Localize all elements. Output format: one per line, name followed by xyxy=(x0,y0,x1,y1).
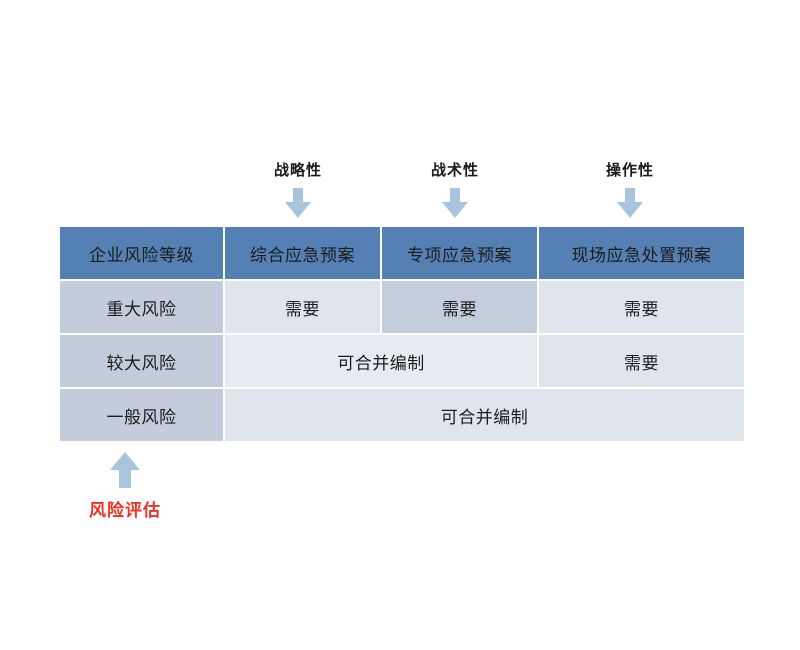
cell-major-special: 需要 xyxy=(382,281,537,333)
arrow-down-icon xyxy=(442,188,468,218)
annotation-strategic-label: 战略性 xyxy=(273,161,322,179)
arrow-up-icon xyxy=(110,452,140,488)
column-header-comprehensive-plan: 综合应急预案 xyxy=(225,227,380,279)
risk-plan-matrix-table: 企业风险等级 综合应急预案 专项应急预案 现场应急处置预案 重大风险 需要 需要… xyxy=(58,225,746,443)
table-row: 较大风险 可合并编制 需要 xyxy=(60,335,744,387)
column-header-special-plan: 专项应急预案 xyxy=(382,227,537,279)
row-header-general-risk: 一般风险 xyxy=(60,389,223,441)
cell-relatively-major-onsite: 需要 xyxy=(539,335,744,387)
cell-major-comprehensive: 需要 xyxy=(225,281,380,333)
cell-relatively-major-merged: 可合并编制 xyxy=(225,335,537,387)
row-header-relatively-major-risk: 较大风险 xyxy=(60,335,223,387)
annotation-risk-assessment-label: 风险评估 xyxy=(89,501,161,521)
column-header-onsite-plan: 现场应急处置预案 xyxy=(539,227,744,279)
row-header-major-risk: 重大风险 xyxy=(60,281,223,333)
annotation-operational-label: 操作性 xyxy=(605,161,654,179)
column-header-risk-level: 企业风险等级 xyxy=(60,227,223,279)
table-row: 一般风险 可合并编制 xyxy=(60,389,744,441)
table-row: 重大风险 需要 需要 需要 xyxy=(60,281,744,333)
annotation-tactical-label: 战术性 xyxy=(430,161,479,179)
annotation-strategic: 战略性 xyxy=(238,160,358,218)
annotation-tactical: 战术性 xyxy=(395,160,515,218)
table-header-row: 企业风险等级 综合应急预案 专项应急预案 现场应急处置预案 xyxy=(60,227,744,279)
cell-general-merged: 可合并编制 xyxy=(225,389,744,441)
cell-major-onsite: 需要 xyxy=(539,281,744,333)
arrow-down-icon xyxy=(617,188,643,218)
annotation-risk-assessment: 风险评估 xyxy=(55,452,195,521)
arrow-down-icon xyxy=(285,188,311,218)
annotation-operational: 操作性 xyxy=(570,160,690,218)
